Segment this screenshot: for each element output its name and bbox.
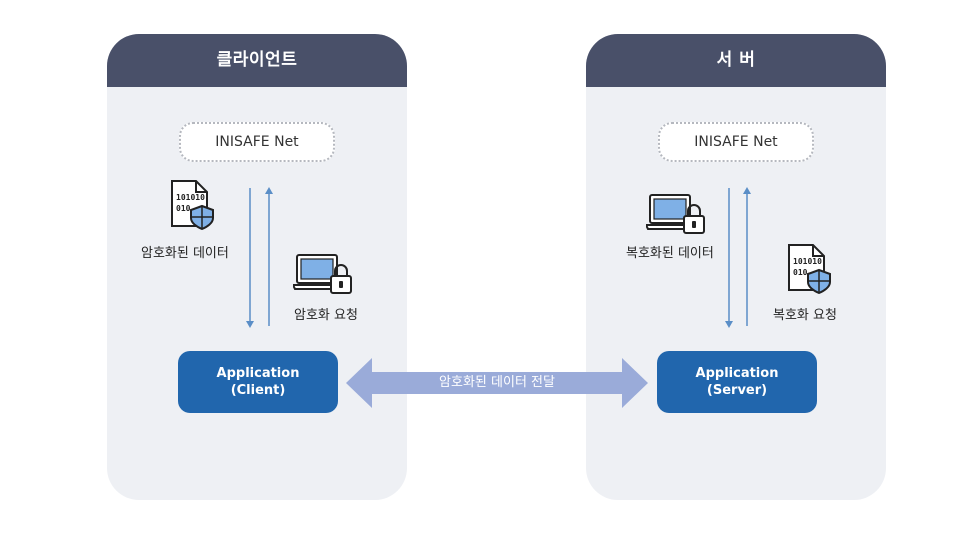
laptop-lock-icon [646, 194, 705, 234]
client-up-arrowhead [265, 187, 273, 194]
server-decrypted-data-label: 복호화된 데이터 [626, 246, 714, 261]
client-app-role: (Client) [230, 383, 286, 398]
client-down-arrowhead [246, 321, 254, 328]
server-panel: 서 버 INISAFE Net 복호화된 데이터 101010 010 복호화 … [586, 34, 886, 500]
client-inisafe-net: INISAFE Net [179, 122, 335, 162]
server-header: 서 버 [586, 34, 886, 87]
encrypted-document-icon: 101010 010 [788, 244, 831, 294]
encrypted-document-icon: 101010 010 [171, 180, 214, 230]
client-flow-arrows [246, 187, 273, 328]
client-panel: 클라이언트 INISAFE Net 101010 010 암호화된 데이터 암호… [107, 34, 407, 500]
client-application-box: Application (Client) [178, 351, 338, 413]
server-app-name: Application [695, 366, 779, 381]
client-header: 클라이언트 [107, 34, 407, 87]
client-app-name: Application [216, 366, 300, 381]
server-flow-arrows [725, 187, 751, 328]
client-encrypt-request-label: 암호화 요청 [294, 308, 358, 323]
server-decrypt-request-label: 복호화 요청 [773, 308, 837, 323]
svg-text:010: 010 [793, 268, 808, 277]
server-inisafe-net: INISAFE Net [658, 122, 814, 162]
server-app-role: (Server) [706, 383, 768, 398]
svg-text:101010: 101010 [793, 257, 822, 266]
svg-text:010: 010 [176, 204, 191, 213]
transfer-double-arrow [346, 358, 648, 408]
transfer-label: 암호화된 데이터 전달 [439, 375, 555, 390]
client-encrypted-data-label: 암호화된 데이터 [141, 246, 229, 261]
svg-text:101010: 101010 [176, 193, 205, 202]
server-application-box: Application (Server) [657, 351, 817, 413]
server-up-arrowhead [743, 187, 751, 194]
laptop-lock-icon [293, 254, 352, 294]
server-down-arrowhead [725, 321, 733, 328]
